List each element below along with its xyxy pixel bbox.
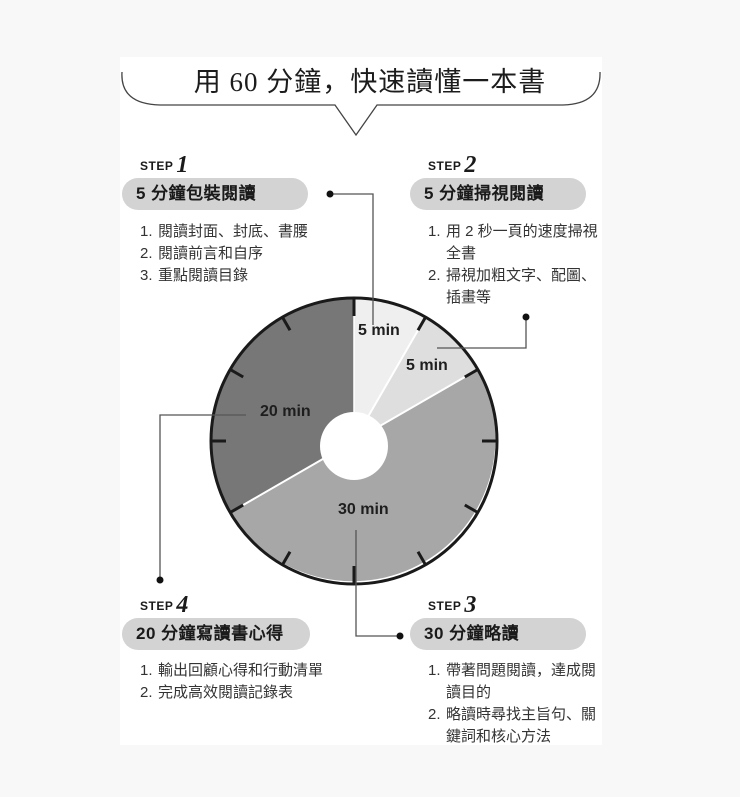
- list-item: 2.掃視加粗文字、配圖、插畫等: [428, 267, 597, 306]
- list-item: 2.閱讀前言和自序: [140, 245, 264, 262]
- step-1-list: 1.閱讀封面、封底、書腰 2.閱讀前言和自序 3.重點閱讀目錄: [140, 221, 340, 287]
- segment-label-step4: 20 min: [260, 403, 311, 420]
- connector-step4: [159, 414, 246, 580]
- step-1-badge: 5 分鐘包裝閱讀: [122, 178, 308, 210]
- segment-step1: [354, 298, 426, 441]
- connector-step3: [355, 530, 398, 637]
- clock-dial: [209, 296, 499, 586]
- list-item: 1.帶著問題閱讀，達成閱讀目的: [428, 662, 597, 701]
- list-item: 1.閱讀封面、封底、書腰: [140, 223, 309, 240]
- step-4-list: 1.輸出回顧心得和行動清單 2.完成高效閱讀記錄表: [140, 660, 360, 704]
- connectors: [159, 193, 527, 637]
- connector-dot-step1: [326, 190, 334, 198]
- connector-step2: [437, 317, 527, 349]
- step-3-badge: 30 分鐘略讀: [410, 618, 586, 650]
- segment-label-step2: 5 min: [406, 357, 448, 374]
- page-title: 用 60 分鐘，快速讀懂一本書: [193, 67, 547, 97]
- list-item: 2.略讀時尋找主旨句、關鍵詞和核心方法: [428, 706, 597, 745]
- list-item: 1.輸出回顧心得和行動清單: [140, 662, 324, 679]
- connector-step1: [330, 193, 374, 325]
- list-item: 1.用 2 秒一頁的速度掃視全書: [428, 223, 598, 262]
- connector-dot-step3: [396, 632, 404, 640]
- hour-ticks: [211, 298, 497, 584]
- step-1-number: 1: [176, 152, 189, 178]
- step-3-list: 1.帶著問題閱讀，達成閱讀目的 2.略讀時尋找主旨句、關鍵詞和核心方法: [428, 660, 604, 748]
- title-bracket: [121, 71, 601, 137]
- step-2-list: 1.用 2 秒一頁的速度掃視全書 2.掃視加粗文字、配圖、插畫等: [428, 221, 604, 309]
- segment-label-step3: 30 min: [338, 501, 389, 518]
- step-4-badge: 20 分鐘寫讀書心得: [122, 618, 310, 650]
- connector-dot-step2: [522, 313, 530, 321]
- list-item: 2.完成高效閱讀記錄表: [140, 684, 294, 701]
- connector-dot-step4: [156, 576, 164, 584]
- segment-step4: [211, 298, 354, 513]
- step-2-badge: 5 分鐘掃視閱讀: [410, 178, 586, 210]
- segment-label-step1: 5 min: [358, 322, 400, 339]
- step-2-number: 2: [464, 152, 477, 178]
- list-item: 3.重點閱讀目錄: [140, 267, 249, 284]
- step-4-number: 4: [176, 592, 189, 618]
- step-3-number: 3: [464, 592, 477, 618]
